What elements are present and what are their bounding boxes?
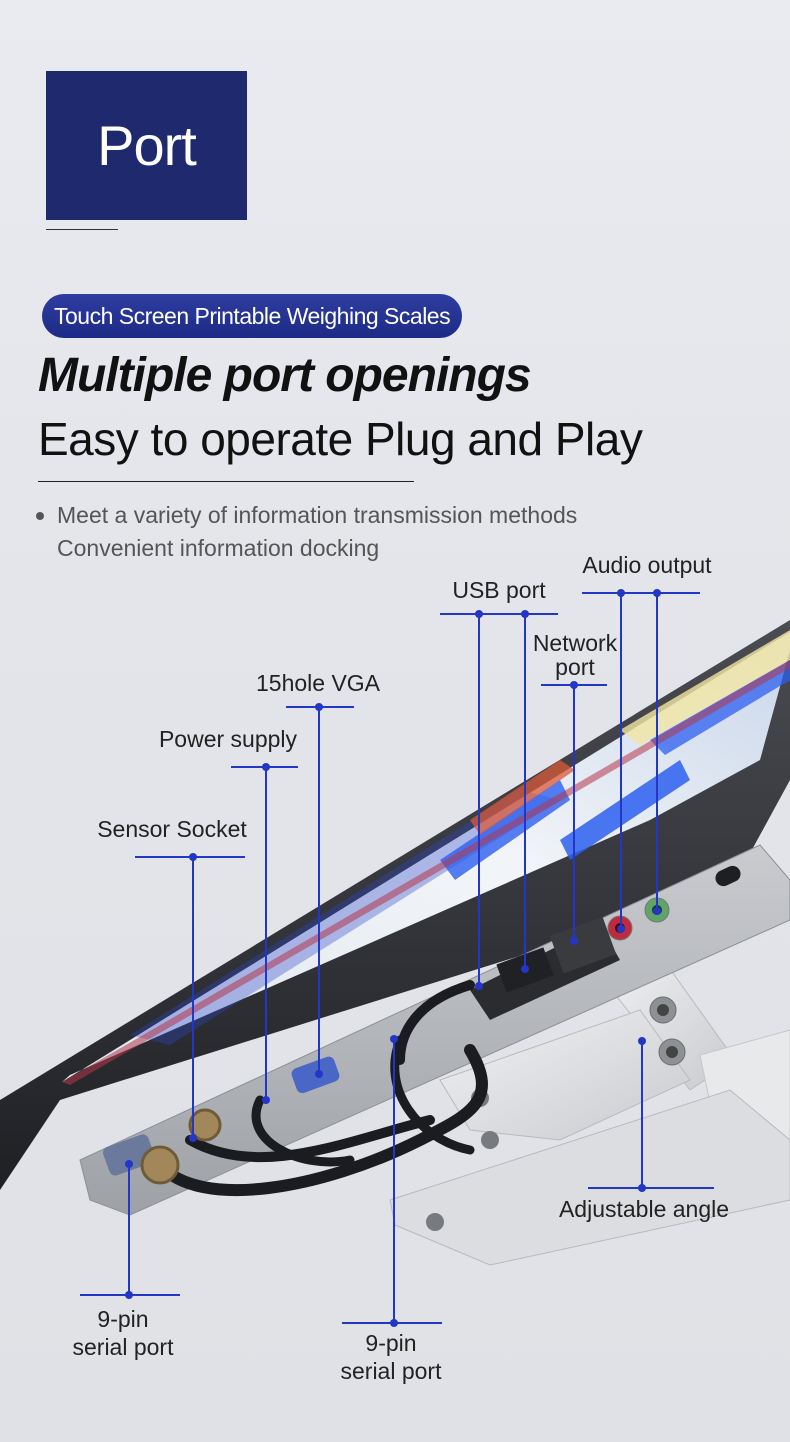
callout-dot: [262, 1096, 270, 1104]
section-title-box: Port: [46, 71, 247, 220]
callout-power-supply: Power supply: [158, 726, 298, 752]
callout-adjustable-angle: Adjustable angle: [558, 1196, 730, 1222]
callout-leader-line: [192, 857, 194, 1138]
callout-leader-line: [128, 1164, 130, 1294]
description-line-2: Convenient information docking: [57, 535, 380, 561]
callout-leader-line: [265, 767, 267, 1100]
headline-divider: [38, 481, 414, 482]
callout-sensor-socket: Sensor Socket: [97, 816, 247, 842]
callout-dot: [315, 1070, 323, 1078]
callout-vga: 15hole VGA: [255, 670, 381, 696]
callout-adjustable-angle-rule: [588, 1187, 714, 1189]
description-line-1: Meet a variety of information transmissi…: [57, 502, 578, 528]
callout-dot: [617, 925, 625, 933]
callout-serial-left-line1: 9-pin: [97, 1306, 149, 1332]
callout-leader-line: [656, 593, 658, 911]
stand-bracket: [389, 954, 790, 1266]
callout-network-port-line1: Network: [532, 630, 618, 656]
touch-screen-monitor: [0, 620, 790, 1190]
callout-leader-line: [524, 614, 526, 969]
callout-leader-line: [318, 707, 320, 1074]
callout-dot: [638, 1184, 646, 1192]
callout-audio-output: Audio output: [582, 552, 712, 578]
callout-serial-mid-line1: 9-pin: [365, 1330, 417, 1356]
callout-dot: [521, 965, 529, 973]
callout-dot: [125, 1291, 133, 1299]
title-underline: [46, 229, 118, 230]
callout-network-port-line2: port: [555, 654, 595, 680]
callout-usb-port: USB port: [452, 577, 546, 603]
headline-primary: Multiple port openings: [38, 349, 532, 402]
section-title: Port: [97, 114, 197, 177]
bullet-dot: [36, 512, 44, 520]
device-illustration: [0, 620, 790, 1266]
callout-leader-line: [393, 1039, 395, 1322]
callout-dot: [653, 907, 661, 915]
callout-serial-mid-line2: serial port: [340, 1358, 442, 1384]
callout-leader-line: [620, 593, 622, 928]
headline-secondary: Easy to operate Plug and Play: [38, 413, 643, 465]
product-pill-badge: Touch Screen Printable Weighing Scales: [42, 294, 463, 338]
callout-leader-line: [641, 1041, 643, 1187]
callout-dot: [570, 937, 578, 945]
callout-dot: [189, 1134, 197, 1142]
callout-leader-line: [573, 685, 575, 941]
callout-serial-left-line2: serial port: [72, 1334, 174, 1360]
callout-audio-output-rule: [582, 592, 700, 594]
callout-dot: [475, 982, 483, 990]
callout-dot: [390, 1319, 398, 1327]
callout-usb-port-rule: [440, 613, 558, 615]
callout-leader-line: [478, 614, 480, 986]
